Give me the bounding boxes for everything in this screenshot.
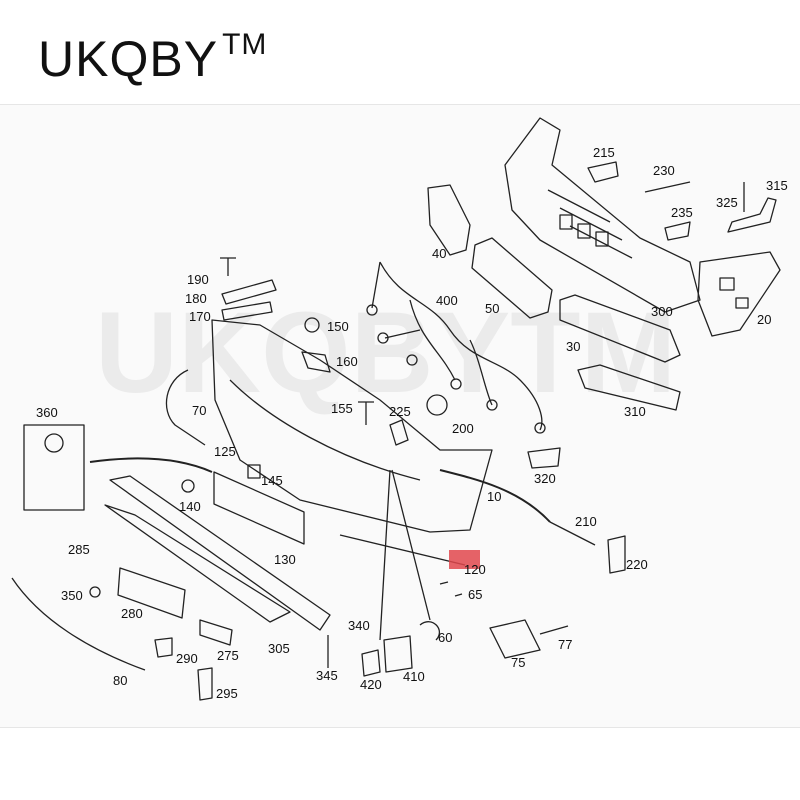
clip-290	[154, 637, 173, 658]
callout-320: 320	[534, 471, 556, 486]
callout-77: 77	[558, 637, 572, 652]
strip-170	[221, 301, 273, 321]
plate-130	[213, 471, 305, 545]
harness-400	[371, 261, 543, 431]
highlight-marker	[449, 550, 480, 569]
callout-30: 30	[566, 339, 580, 354]
callout-310: 310	[624, 404, 646, 419]
cap-60	[419, 621, 441, 641]
callout-220: 220	[626, 557, 648, 572]
clip-140	[181, 479, 195, 493]
callout-280: 280	[121, 606, 143, 621]
watermark: UKQBYTM	[95, 289, 676, 417]
clip-160	[301, 351, 331, 373]
strip-180	[221, 279, 277, 305]
callout-305: 305	[268, 641, 290, 656]
brand-text: UKQBY	[38, 31, 219, 87]
pin-210	[549, 521, 596, 546]
callout-130: 130	[274, 552, 296, 567]
grille-275	[199, 619, 233, 646]
callout-145: 145	[261, 473, 283, 488]
callout-80: 80	[113, 673, 127, 688]
bracket-225	[389, 419, 409, 446]
callout-315: 315	[766, 178, 788, 193]
clip-235	[664, 221, 691, 241]
callout-225: 225	[389, 404, 411, 419]
support-frame	[504, 117, 701, 313]
clip-295	[197, 667, 213, 701]
callout-285: 285	[68, 542, 90, 557]
cover-75	[489, 619, 541, 659]
callout-410: 410	[403, 669, 425, 684]
callout-70: 70	[192, 403, 206, 418]
callout-340: 340	[348, 618, 370, 633]
callout-170: 170	[189, 309, 211, 324]
clip-215	[587, 161, 619, 183]
callout-275: 275	[217, 648, 239, 663]
trademark-mark: TM	[222, 28, 268, 61]
cable-70	[165, 369, 206, 446]
callout-325: 325	[716, 195, 738, 210]
toolbox-360	[23, 424, 85, 511]
callout-75: 75	[511, 655, 525, 670]
absorber-30	[559, 294, 681, 363]
callout-60: 60	[438, 630, 452, 645]
clip-145	[247, 464, 261, 479]
callout-155: 155	[331, 401, 353, 416]
screw-150	[304, 317, 320, 333]
callout-140: 140	[179, 499, 201, 514]
callout-300: 300	[651, 304, 673, 319]
callout-180: 180	[185, 291, 207, 306]
molding-80	[11, 577, 146, 671]
callout-50: 50	[485, 301, 499, 316]
spoiler-305	[104, 504, 291, 623]
screw-190	[220, 257, 236, 276]
callout-350: 350	[61, 588, 83, 603]
sensor-200	[426, 394, 448, 416]
callout-215: 215	[593, 145, 615, 160]
callout-345: 345	[316, 668, 338, 683]
screw-155	[358, 401, 374, 425]
bumper-cover	[211, 319, 493, 533]
callout-200: 200	[452, 421, 474, 436]
bracket-315	[727, 197, 777, 233]
callout-40: 40	[432, 246, 446, 261]
callout-230: 230	[653, 163, 675, 178]
callout-160: 160	[336, 354, 358, 369]
arrow-77	[539, 625, 569, 635]
callout-125: 125	[214, 444, 236, 459]
callout-210: 210	[575, 514, 597, 529]
screw-350	[89, 586, 101, 598]
clip-65	[439, 581, 463, 597]
cap-420	[361, 649, 381, 677]
right-bracket	[697, 251, 781, 337]
guide-310	[577, 364, 681, 411]
block-410	[383, 635, 413, 673]
cover-320	[527, 447, 561, 469]
callout-150: 150	[327, 319, 349, 334]
beam-340	[109, 475, 331, 631]
callout-20: 20	[757, 312, 771, 327]
callout-290: 290	[176, 651, 198, 666]
callout-420: 420	[360, 677, 382, 692]
callout-360: 360	[36, 405, 58, 420]
grille-280	[117, 567, 186, 619]
callout-295: 295	[216, 686, 238, 701]
bracket-220	[607, 535, 626, 574]
callout-120: 120	[464, 562, 486, 577]
callout-10: 10	[487, 489, 501, 504]
parts-drawing	[11, 117, 781, 701]
callout-400: 400	[436, 293, 458, 308]
callout-190: 190	[187, 272, 209, 287]
callout-235: 235	[671, 205, 693, 220]
pin-230	[644, 181, 691, 193]
left-bracket	[427, 184, 471, 256]
callout-65: 65	[468, 587, 482, 602]
callout-labels: 215 230 315 325 235 40 190 180 170 400 50 150 300 20 1…	[36, 145, 788, 701]
absorber-50	[471, 237, 553, 319]
